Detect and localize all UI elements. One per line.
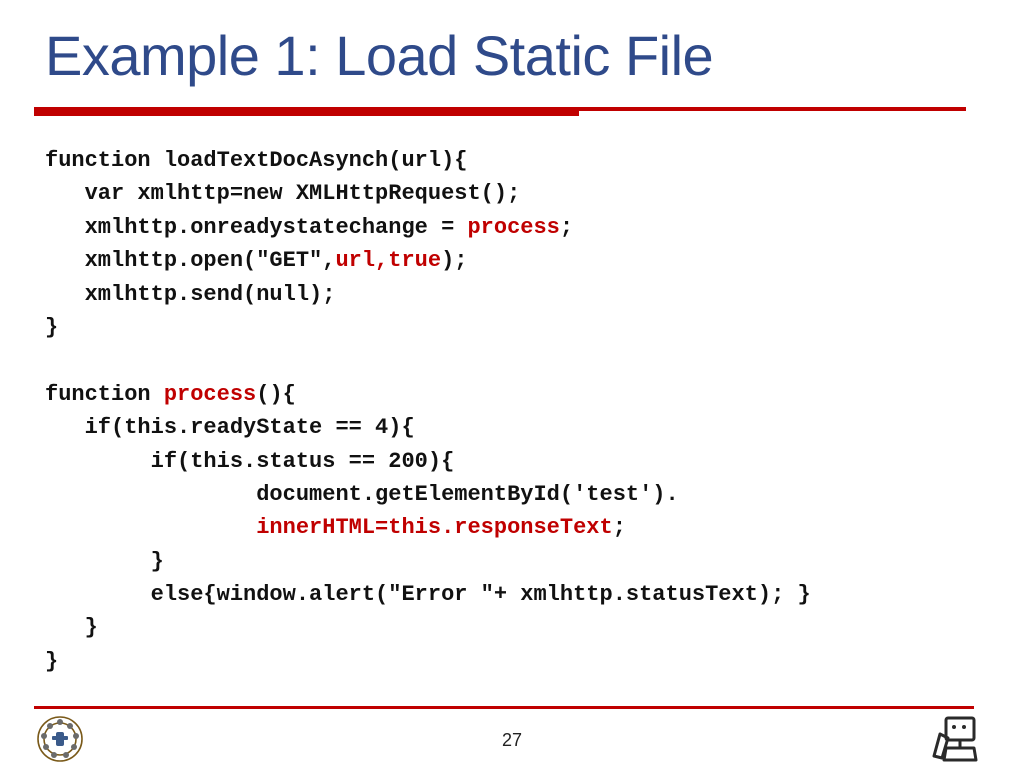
computer-engineering-icon xyxy=(932,716,978,762)
code-line: function loadTextDocAsynch(url){ xyxy=(45,144,811,177)
code-text: function xyxy=(45,381,164,407)
title-underline-thick xyxy=(34,107,579,116)
code-line: function process(){ xyxy=(45,378,811,411)
university-seal-icon xyxy=(37,716,83,762)
code-line: } xyxy=(45,645,811,678)
code-text: ; xyxy=(612,515,626,541)
code-text: if(this.status == 200){ xyxy=(45,448,455,474)
code-text: else{window.alert("Error "+ xmlhttp.stat… xyxy=(45,582,811,608)
code-text: xmlhttp.open("GET", xyxy=(45,248,336,274)
code-line: } xyxy=(45,545,811,578)
code-text: } xyxy=(45,615,98,641)
code-highlight: innerHTML=this.responseText xyxy=(256,515,613,541)
code-line: xmlhttp.open("GET",url,true); xyxy=(45,244,811,277)
code-text: } xyxy=(45,648,59,674)
code-line: xmlhttp.send(null); xyxy=(45,278,811,311)
slide-title: Example 1: Load Static File xyxy=(45,24,714,87)
code-text: if(this.readyState == 4){ xyxy=(45,415,415,441)
code-line: } xyxy=(45,311,811,344)
code-line: var xmlhttp=new XMLHttpRequest(); xyxy=(45,177,811,210)
code-text: function loadTextDocAsynch(url){ xyxy=(45,148,468,173)
footer-divider xyxy=(34,706,974,709)
code-text: ); xyxy=(441,248,468,274)
code-text: (){ xyxy=(256,381,296,407)
code-text xyxy=(45,515,256,540)
page-number: 27 xyxy=(501,730,523,750)
code-line: else{window.alert("Error "+ xmlhttp.stat… xyxy=(45,578,811,611)
code-text: xmlhttp.onreadystatechange = xyxy=(45,214,468,240)
code-text: } xyxy=(45,548,164,574)
code-highlight: process xyxy=(163,381,257,407)
code-text: var xmlhttp=new XMLHttpRequest(); xyxy=(45,181,521,207)
code-highlight: process xyxy=(467,214,560,240)
code-text: xmlhttp.send(null); xyxy=(45,281,336,307)
code-text: } xyxy=(45,314,59,340)
code-line xyxy=(45,344,811,377)
code-highlight: url,true xyxy=(335,248,442,274)
code-line: if(this.status == 200){ xyxy=(45,445,811,478)
code-line: xmlhttp.onreadystatechange = process; xyxy=(45,211,811,244)
code-block: function loadTextDocAsynch(url){ var xml… xyxy=(45,144,811,678)
code-line: innerHTML=this.responseText; xyxy=(45,511,811,544)
code-line: } xyxy=(45,611,811,644)
code-text: document.getElementById('test'). xyxy=(45,481,679,507)
code-line: document.getElementById('test'). xyxy=(45,478,811,511)
code-text: ; xyxy=(559,214,574,240)
code-line: if(this.readyState == 4){ xyxy=(45,411,811,444)
title-underline-thin xyxy=(34,107,966,111)
